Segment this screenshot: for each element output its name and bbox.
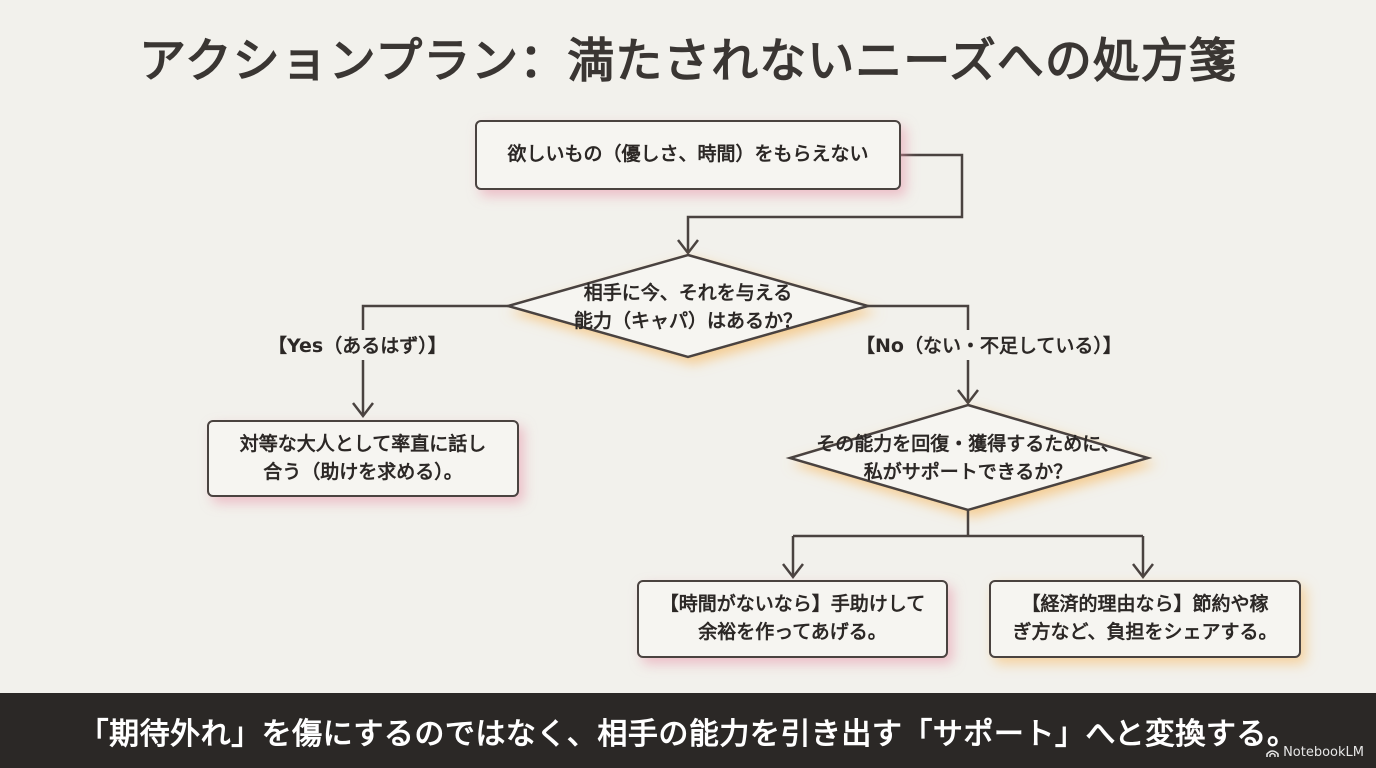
decision2-label: その能力を回復・獲得するために、 私がサポートできるか？ — [816, 433, 1120, 483]
arrow-down-icon — [677, 239, 699, 256]
arrow-down-icon — [957, 389, 979, 406]
yes-action-label: 対等な大人として率直に話し 合う（助けを求める）。 — [239, 432, 487, 483]
no-branch-label: 【No（ない・不足している）】 — [856, 335, 1122, 357]
connector-start-to-decision1 — [686, 153, 964, 253]
decision1-diamond — [503, 253, 873, 359]
decision1-label: 相手に今、それを与える 能力（キャパ）はあるか？ — [573, 282, 802, 332]
money-action-node: 【経済的理由なら】節約や稼 ぎ方など、負担をシェアする。 — [989, 580, 1301, 658]
yes-action-node: 対等な大人として率直に話し 合う（助けを求める）。 — [207, 420, 519, 497]
footer-banner: 「期待外れ」を傷にするのではなく、相手の能力を引き出す「サポート」へと変換する。… — [0, 693, 1376, 768]
time-action-node: 【時間がないなら】手助けして 余裕を作ってあげる。 — [637, 580, 948, 658]
money-action-label: 【経済的理由なら】節約や稼 ぎ方など、負担をシェアする。 — [1012, 593, 1278, 643]
brand-name: NotebookLM — [1283, 745, 1364, 760]
arrow-down-icon — [1132, 563, 1154, 580]
yes-branch-label: 【Yes（あるはず）】 — [268, 335, 447, 357]
arrow-down-icon — [352, 402, 374, 419]
page-title: アクションプラン：満たされないニーズへの処方箋 — [139, 34, 1237, 89]
start-node: 欲しいもの（優しさ、時間）をもらえない — [475, 120, 901, 190]
footer-message: 「期待外れ」を傷にするのではなく、相手の能力を引き出す「サポート」へと変換する。 — [78, 716, 1298, 752]
brand-watermark: NotebookLM — [1266, 745, 1364, 760]
notebooklm-logo-icon — [1266, 749, 1279, 757]
connector-yes-branch — [361, 304, 508, 330]
time-action-label: 【時間がないなら】手助けして 余裕を作ってあげる。 — [659, 593, 926, 643]
start-node-label: 欲しいもの（優しさ、時間）をもらえない — [507, 143, 869, 166]
connector-no-branch — [868, 304, 970, 330]
arrow-down-icon — [782, 563, 804, 580]
